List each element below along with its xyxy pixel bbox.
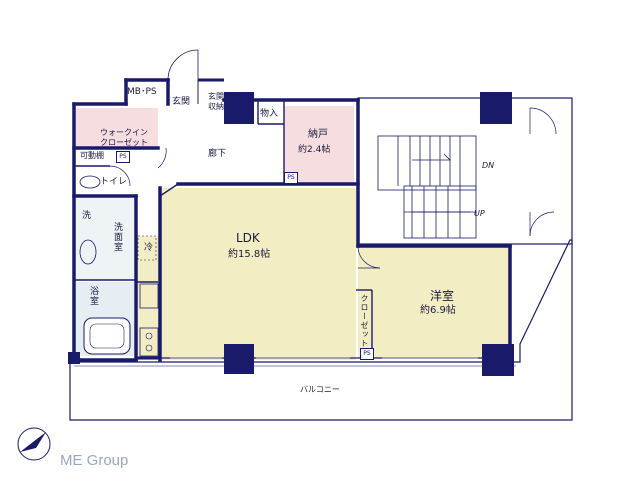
stairs: [377, 135, 477, 239]
storage-label: 納戸: [308, 129, 328, 140]
storage-area: [284, 106, 354, 184]
western-label: 洋室: [430, 289, 455, 303]
washroom-label: 洗 面 室: [114, 223, 124, 253]
balcony-label: バルコニー: [300, 385, 340, 394]
balcony-outline: [69, 239, 573, 421]
entrance-label: 玄関: [172, 97, 191, 107]
compass-logo-icon: [17, 427, 51, 461]
movable-shelf-label: 可動棚: [80, 151, 104, 160]
fridge-label: 冷: [144, 243, 154, 253]
walkin-area: [76, 108, 158, 148]
wash-area: [76, 198, 134, 280]
closet-label: クローゼット: [360, 294, 369, 348]
ldk-area: [160, 188, 356, 360]
entrance-storage-label: 玄関 収納: [208, 92, 224, 111]
fridge-space: [137, 235, 157, 261]
ps-box-storage: PS: [284, 172, 298, 184]
kitchen-stove: [139, 327, 159, 357]
closet-in-label: 物入: [260, 109, 279, 119]
walkin-label: ウォークイン クローゼット: [100, 128, 148, 147]
wash-label: 洗: [82, 211, 92, 221]
stairs-down-label: DN: [482, 161, 495, 170]
toilet-bowl: [79, 175, 101, 189]
column: [224, 92, 254, 124]
stairs-up-label: UP: [474, 209, 485, 218]
mbps-label: MB･PS: [127, 87, 157, 97]
western-area: [358, 246, 510, 358]
storage-size: 約2.4帖: [298, 145, 331, 155]
kitchen-sink: [139, 283, 159, 309]
column: [224, 344, 254, 374]
toilet-label: トイレ: [100, 177, 128, 187]
column: [480, 92, 512, 124]
ldk-size: 約15.8帖: [228, 249, 271, 260]
walls: [72, 78, 512, 362]
bath-label: 浴 室: [90, 287, 100, 307]
column: [482, 344, 514, 376]
brand-logo-text: ME Group: [60, 452, 129, 469]
ps-box-walkin: PS: [116, 151, 130, 163]
western-size: 約6.9帖: [420, 305, 456, 316]
stair-hall: [357, 97, 573, 245]
wash-basin: [79, 239, 97, 265]
ps-box-closet: PS: [360, 348, 374, 360]
ldk-label: LDK: [236, 231, 260, 245]
corridor-label: 廊下: [208, 149, 227, 159]
bathtub: [83, 317, 131, 355]
